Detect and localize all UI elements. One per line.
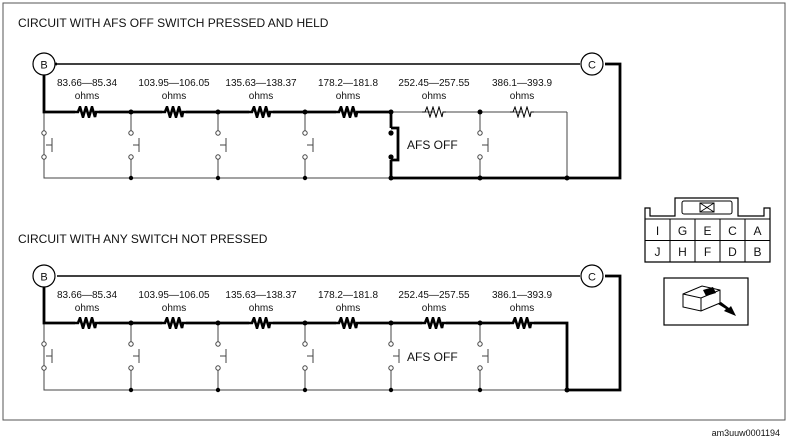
- resistor-value: 252.45—257.55: [398, 78, 470, 89]
- afs-off-switch-pressed: [388, 130, 394, 160]
- resistor-value: 103.95—106.05: [138, 78, 210, 89]
- pin-label: E: [703, 224, 711, 238]
- top-junctions: [128, 109, 570, 181]
- node-b-marker: [32, 264, 56, 288]
- resistor-value: 178.2—181.8: [318, 290, 378, 301]
- pin-label: C: [728, 224, 737, 238]
- connector-pin-labels: I G E C A J H F D B: [655, 224, 762, 259]
- panel-top: CIRCUIT WITH AFS OFF SWITCH PRESSED AND …: [18, 16, 622, 181]
- node-b-label: B: [40, 272, 47, 284]
- bottom-thin-wiring: [43, 323, 567, 391]
- figure-code: am3uuw0001194: [712, 428, 780, 438]
- panel-top-title: CIRCUIT WITH AFS OFF SWITCH PRESSED AND …: [18, 16, 329, 30]
- resistor-value: 178.2—181.8: [318, 78, 378, 89]
- node-c-label: C: [588, 60, 596, 72]
- resistor-unit: ohms: [249, 303, 273, 314]
- node-c-marker: [580, 52, 604, 76]
- resistor-value: 386.1—393.9: [492, 78, 552, 89]
- node-b-marker: [32, 52, 56, 76]
- bottom-switches: [41, 341, 483, 371]
- top-resistor-labels: 83.66—85.34 ohms 103.95—106.05 ohms 135.…: [57, 78, 552, 102]
- bottom-junctions: [128, 320, 570, 393]
- resistor-value: 386.1—393.9: [492, 290, 552, 301]
- bottom-switch-levers: [46, 349, 489, 363]
- resistor-unit: ohms: [510, 303, 534, 314]
- bottom-resistor-labels: 83.66—85.34 ohms 103.95—106.05 ohms 135.…: [57, 290, 552, 314]
- pin-label: I: [656, 224, 659, 238]
- pin-label: D: [728, 245, 737, 259]
- pin-label: H: [678, 245, 687, 259]
- resistor-unit: ohms: [422, 303, 446, 314]
- resistor-unit: ohms: [249, 91, 273, 102]
- node-b-label: B: [40, 60, 47, 72]
- connector-pinout: I G E C A J H F D B: [644, 197, 771, 263]
- connector-view-icon: [663, 277, 749, 326]
- node-c-marker: [580, 264, 604, 288]
- resistor-unit: ohms: [75, 303, 99, 314]
- bottom-afs-off-label: AFS OFF: [407, 350, 458, 364]
- connector-grid: [644, 218, 771, 263]
- resistor-1: [75, 317, 99, 329]
- panel-bottom: CIRCUIT WITH ANY SWITCH NOT PRESSED: [18, 232, 622, 393]
- top-afs-off-label: AFS OFF: [407, 138, 458, 152]
- resistor-unit: ohms: [75, 91, 99, 102]
- node-c-label: C: [588, 272, 596, 284]
- resistor-1: [75, 106, 99, 118]
- pin-label: G: [678, 224, 687, 238]
- panel-bottom-title: CIRCUIT WITH ANY SWITCH NOT PRESSED: [18, 232, 268, 246]
- resistor-3: [249, 317, 273, 329]
- resistor-value: 83.66—85.34: [57, 290, 117, 301]
- resistor-value: 135.63—138.37: [225, 290, 297, 301]
- resistor-6: [510, 317, 534, 329]
- top-thin-wiring: [43, 111, 568, 179]
- resistor-unit: ohms: [510, 91, 534, 102]
- resistor-2: [162, 317, 186, 329]
- pin-label: F: [704, 245, 711, 259]
- resistor-2: [162, 106, 186, 118]
- pin-label: B: [753, 245, 761, 259]
- resistor-value: 135.63—138.37: [225, 78, 297, 89]
- resistor-value: 252.45—257.55: [398, 290, 470, 301]
- resistor-unit: ohms: [336, 303, 360, 314]
- outer-frame: [2, 2, 786, 421]
- resistor-unit: ohms: [422, 91, 446, 102]
- pin-label: A: [753, 224, 761, 238]
- resistor-4: [336, 106, 360, 118]
- resistor-5: [422, 317, 446, 329]
- pin-label: J: [655, 245, 661, 259]
- resistor-unit: ohms: [336, 91, 360, 102]
- arrow-icon: [718, 302, 736, 316]
- top-switches: [41, 130, 483, 160]
- resistor-unit: ohms: [162, 91, 186, 102]
- resistor-value: 103.95—106.05: [138, 290, 210, 301]
- resistor-unit: ohms: [162, 303, 186, 314]
- resistor-value: 83.66—85.34: [57, 78, 117, 89]
- resistor-3: [249, 106, 273, 118]
- resistor-4: [336, 317, 360, 329]
- top-switch-levers: [46, 138, 489, 152]
